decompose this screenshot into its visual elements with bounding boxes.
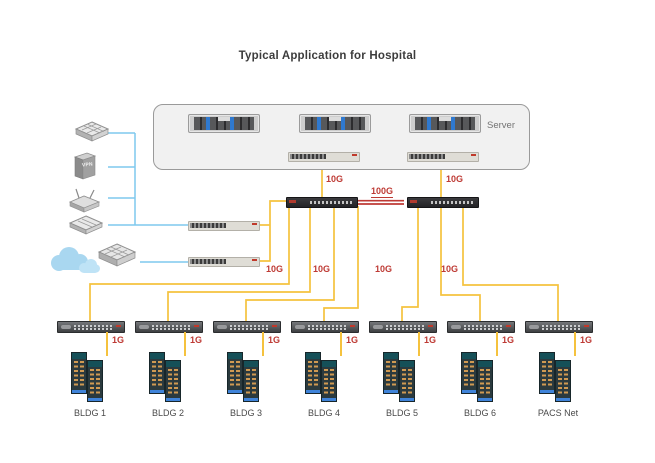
link-core1-bldg1: [89, 206, 290, 321]
aggregation-switch-icon: [188, 221, 260, 231]
access-speed-label: 1G: [190, 335, 203, 345]
industrial-switch-icon: [321, 360, 337, 402]
access-speed-label: 1G: [502, 335, 515, 345]
industrial-switch-icon: [243, 360, 259, 402]
industrial-switch-icon: [71, 352, 87, 394]
access-speed-label: 1G: [580, 335, 593, 345]
building-name: BLDG 6: [463, 408, 496, 418]
building-group-bldg2: 1G BLDG 2: [129, 321, 207, 425]
core-switch-2-icon: [407, 197, 479, 208]
internet-cloud-icon: [48, 245, 100, 280]
link-core1-bldg2: [167, 206, 311, 321]
access-speed-label: 1G: [112, 335, 125, 345]
industrial-switch-icon: [539, 352, 555, 394]
industrial-switch-icon: [399, 360, 415, 402]
building-group-pacs-net: 1G PACS Net: [519, 321, 597, 425]
building-group-bldg3: 1G BLDG 3: [207, 321, 285, 425]
building-name: BLDG 5: [385, 408, 418, 418]
industrial-switch-icon: [461, 352, 477, 394]
access-link-line: [184, 332, 186, 356]
link-core1-aggregation: [257, 200, 286, 262]
access-switch-icon: [525, 321, 593, 333]
building-name: BLDG 4: [307, 408, 340, 418]
vpn-label: VPN: [81, 161, 94, 169]
core-interconnect-label: 100G: [360, 186, 404, 198]
access-link-line: [262, 332, 264, 356]
access-speed-label: 1G: [346, 335, 359, 345]
edge-router-icon: [96, 242, 138, 277]
access-switch-icon: [447, 321, 515, 333]
vpn-gateway-icon: VPN: [70, 150, 100, 182]
diagram-title: Typical Application for Hospital: [238, 50, 417, 62]
server-farm-switch-icon: [288, 152, 360, 162]
access-switch-icon: [213, 321, 281, 333]
distribution-speed-label: 10G: [375, 264, 393, 274]
core-interconnect-speed: 100G: [370, 186, 394, 198]
access-link-line: [418, 332, 420, 356]
server-farm-switch-icon: [407, 152, 479, 162]
uplink-speed-label: 10G: [326, 174, 344, 184]
building-name: BLDG 2: [151, 408, 184, 418]
building-group-bldg5: 1G BLDG 5: [363, 321, 441, 425]
distribution-speed-label: 10G: [441, 264, 459, 274]
access-speed-label: 1G: [424, 335, 437, 345]
building-group-bldg4: 1G BLDG 4: [285, 321, 363, 425]
access-speed-label: 1G: [268, 335, 281, 345]
link-core2-bldg5: [401, 206, 419, 321]
industrial-switch-icon: [477, 360, 493, 402]
industrial-switch-icon: [305, 352, 321, 394]
distribution-speed-label: 10G: [266, 264, 284, 274]
building-name: BLDG 3: [229, 408, 262, 418]
building-group-bldg6: 1G BLDG 6: [441, 321, 519, 425]
access-switch-icon: [291, 321, 359, 333]
link-core1-bldg3: [245, 206, 335, 321]
access-switch-icon: [369, 321, 437, 333]
uplink-speed-label: 10G: [446, 174, 464, 184]
industrial-switch-icon: [87, 360, 103, 402]
lan-switch-icon: [68, 214, 104, 243]
firewall-icon: [74, 120, 110, 151]
access-link-line: [340, 332, 342, 356]
industrial-switch-icon: [555, 360, 571, 402]
industrial-switch-icon: [227, 352, 243, 394]
server-area-label: Server: [487, 120, 515, 131]
industrial-switch-icon: [149, 352, 165, 394]
building-name: BLDG 1: [73, 408, 106, 418]
access-link-line: [496, 332, 498, 356]
wireless-router-icon: [66, 186, 104, 219]
aggregation-switch-icon: [188, 257, 260, 267]
server-icon: [409, 114, 481, 133]
server-icon: [299, 114, 371, 133]
link-core2-pacs: [462, 206, 559, 321]
link-core1-bldg4: [323, 206, 359, 321]
industrial-switch-icon: [165, 360, 181, 402]
link-core2-bldg6: [440, 206, 481, 321]
server-area: Server: [153, 104, 530, 170]
access-switch-icon: [135, 321, 203, 333]
server-icon: [188, 114, 260, 133]
core-switch-1-icon: [286, 197, 358, 208]
access-link-line: [574, 332, 576, 356]
access-switch-icon: [57, 321, 125, 333]
industrial-switch-icon: [383, 352, 399, 394]
distribution-speed-label: 10G: [313, 264, 331, 274]
building-group-bldg1: 1G BLDG 1: [51, 321, 129, 425]
access-link-line: [106, 332, 108, 356]
building-name: PACS Net: [537, 408, 579, 418]
